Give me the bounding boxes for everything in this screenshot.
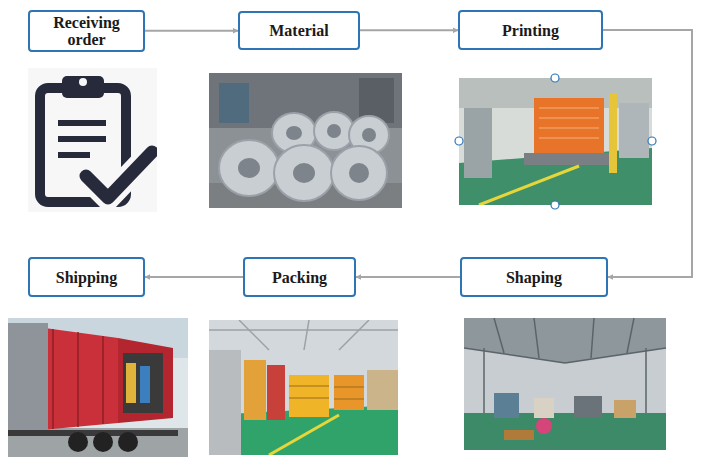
step-label: Packing (272, 269, 327, 286)
process-box: Material (238, 11, 360, 50)
process-box: Shipping (28, 257, 145, 297)
step-label: Shaping (506, 269, 562, 286)
packing-photo (209, 320, 398, 455)
flow-arrow (356, 276, 460, 278)
process-box: Packing (243, 257, 356, 297)
step-label: Material (269, 22, 329, 39)
process-box: Shaping (460, 257, 608, 297)
flow-arrow (145, 30, 238, 32)
flow-arrow (603, 30, 692, 277)
step-label: Printing (502, 22, 559, 39)
shipping-photo (8, 318, 188, 457)
process-box: Receiving order (28, 10, 145, 52)
selection-handles (455, 74, 656, 209)
shaping-photo (464, 318, 666, 450)
clipboard-icon (28, 68, 157, 212)
step-label: Receiving order (36, 14, 137, 48)
process-box: Printing (458, 10, 603, 50)
flow-arrow (360, 29, 458, 31)
material-photo (209, 73, 402, 208)
step-label: Shipping (56, 269, 117, 286)
printing-photo (459, 78, 652, 205)
flow-arrow (145, 276, 243, 278)
